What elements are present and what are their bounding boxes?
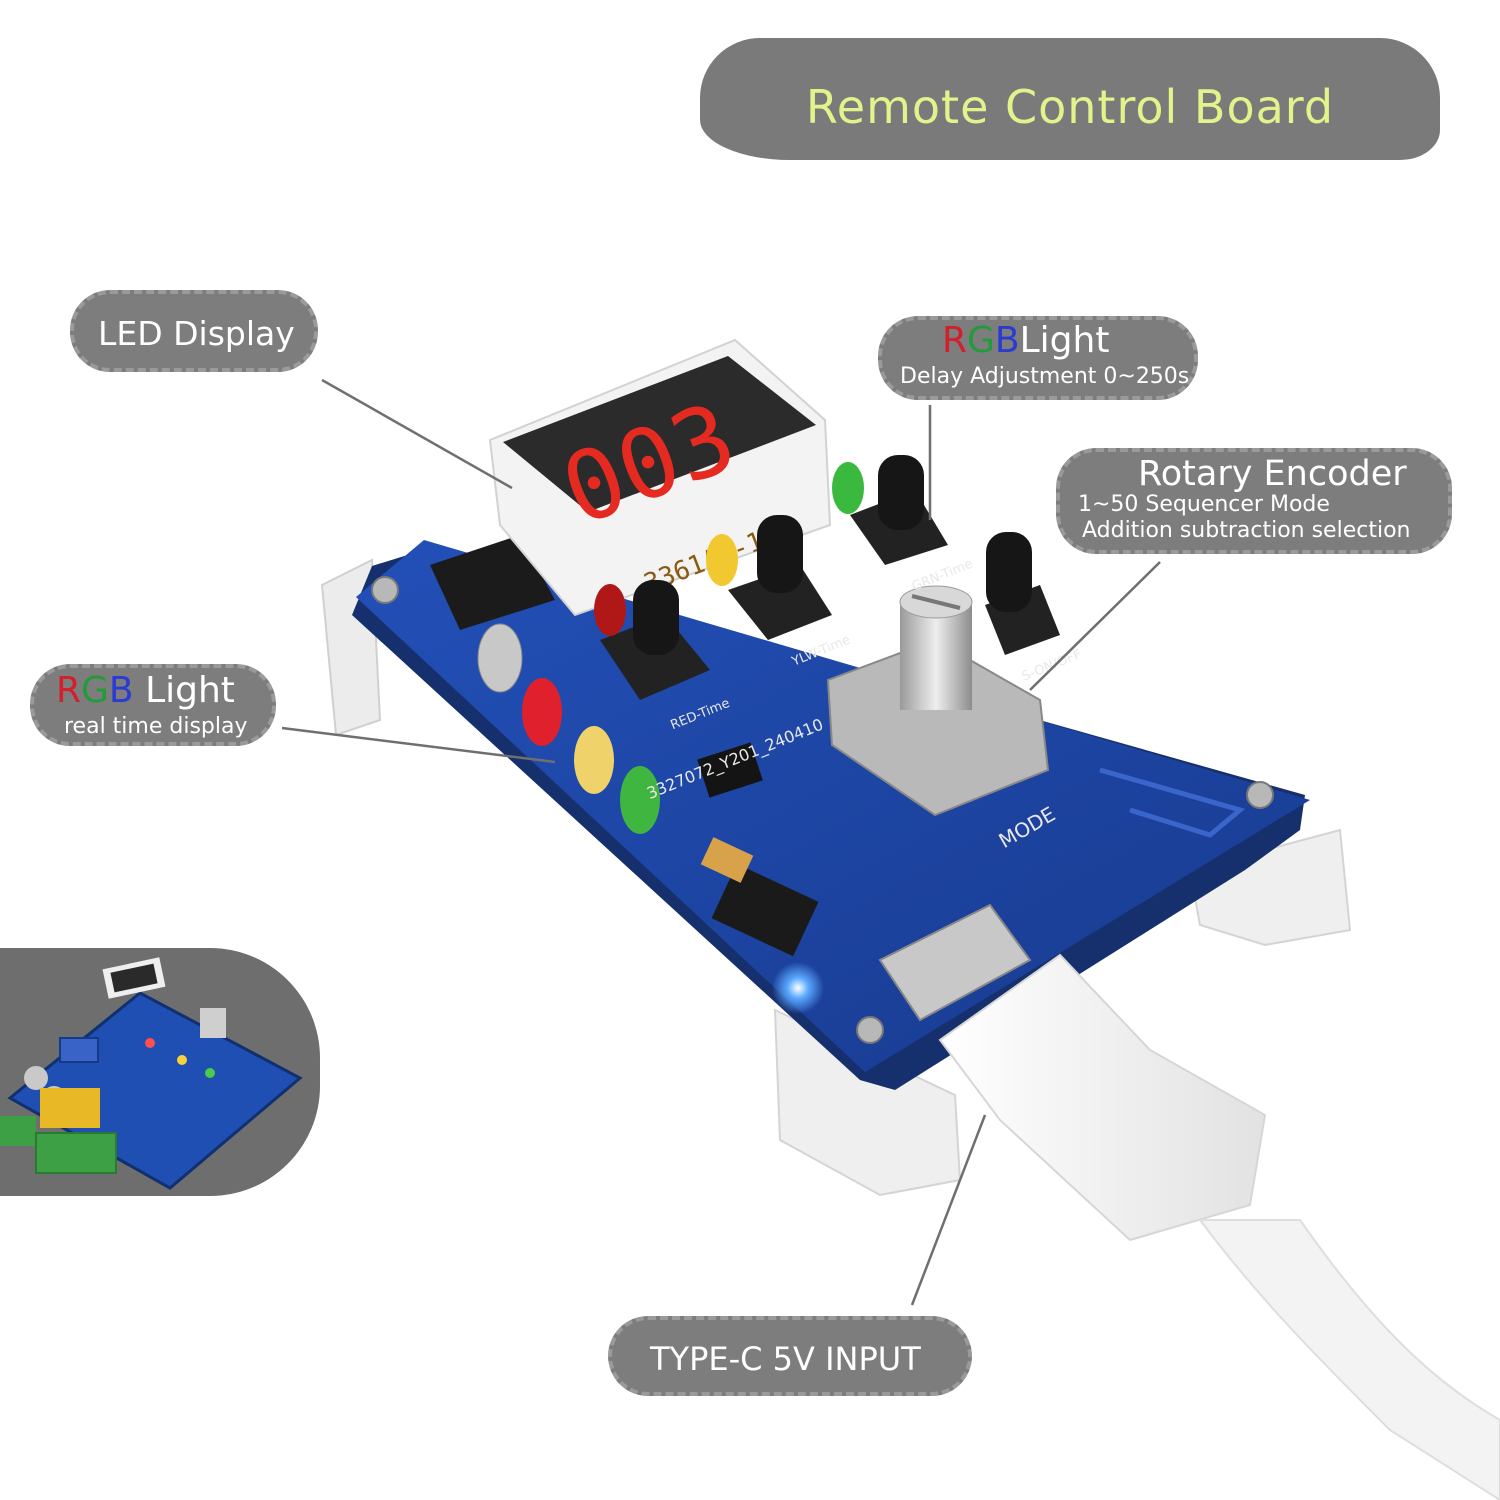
callout-typec-input: TYPE-C 5V INPUT <box>608 1316 972 1396</box>
title-banner: Remote Control Board <box>700 38 1440 160</box>
callout-leaders <box>281 378 1161 1306</box>
callout-led-display: LED Display <box>70 290 318 372</box>
usb-c-cable <box>878 903 1500 1500</box>
callout-rgb-light-delay-sub: Delay Adjustment 0~250s <box>900 364 1190 389</box>
indicator-leds <box>522 462 864 834</box>
callout-rgb-light-realtime-sub: real time display <box>64 714 248 739</box>
rgb-letter-b: B <box>108 670 134 711</box>
callout-led-display-label: LED Display <box>98 314 295 353</box>
label-s-on-off: S-ON/OFF <box>1020 647 1084 684</box>
pcb-board <box>352 535 1310 1090</box>
callout-rotary-encoder-sub1: 1~50 Sequencer Mode <box>1078 492 1330 517</box>
rgb-letter-b: B <box>994 320 1020 361</box>
page-title: Remote Control Board <box>805 80 1335 134</box>
mounting-rails <box>320 558 1352 1197</box>
rgb-light-word: Light <box>1019 320 1110 361</box>
rgb-letter-r: R <box>942 320 968 361</box>
callout-rotary-encoder: Rotary Encoder 1~50 Sequencer Mode Addit… <box>1056 448 1452 554</box>
callout-rgb-light-realtime: RGB Light real time display <box>30 664 276 746</box>
callout-rgb-light-realtime-title: RGB Light <box>56 670 235 711</box>
callout-rotary-encoder-sub2: Addition subtraction selection <box>1082 518 1411 543</box>
rgb-letter-g: G <box>967 320 995 361</box>
tactile-buttons <box>600 455 1060 700</box>
callout-typec-input-label: TYPE-C 5V INPUT <box>650 1340 921 1378</box>
rgb-letter-r: R <box>56 670 82 711</box>
callout-rotary-encoder-title: Rotary Encoder <box>1138 454 1407 494</box>
rgb-light-word: Light <box>145 670 235 711</box>
inset-board-image <box>0 957 303 1190</box>
rotary-encoder <box>826 585 1050 817</box>
callout-rgb-light-delay: RGBLight Delay Adjustment 0~250s <box>878 316 1198 400</box>
callout-rgb-light-delay-title: RGBLight <box>942 320 1109 361</box>
rgb-letter-g: G <box>81 670 109 711</box>
inset-board-photo <box>0 948 320 1196</box>
